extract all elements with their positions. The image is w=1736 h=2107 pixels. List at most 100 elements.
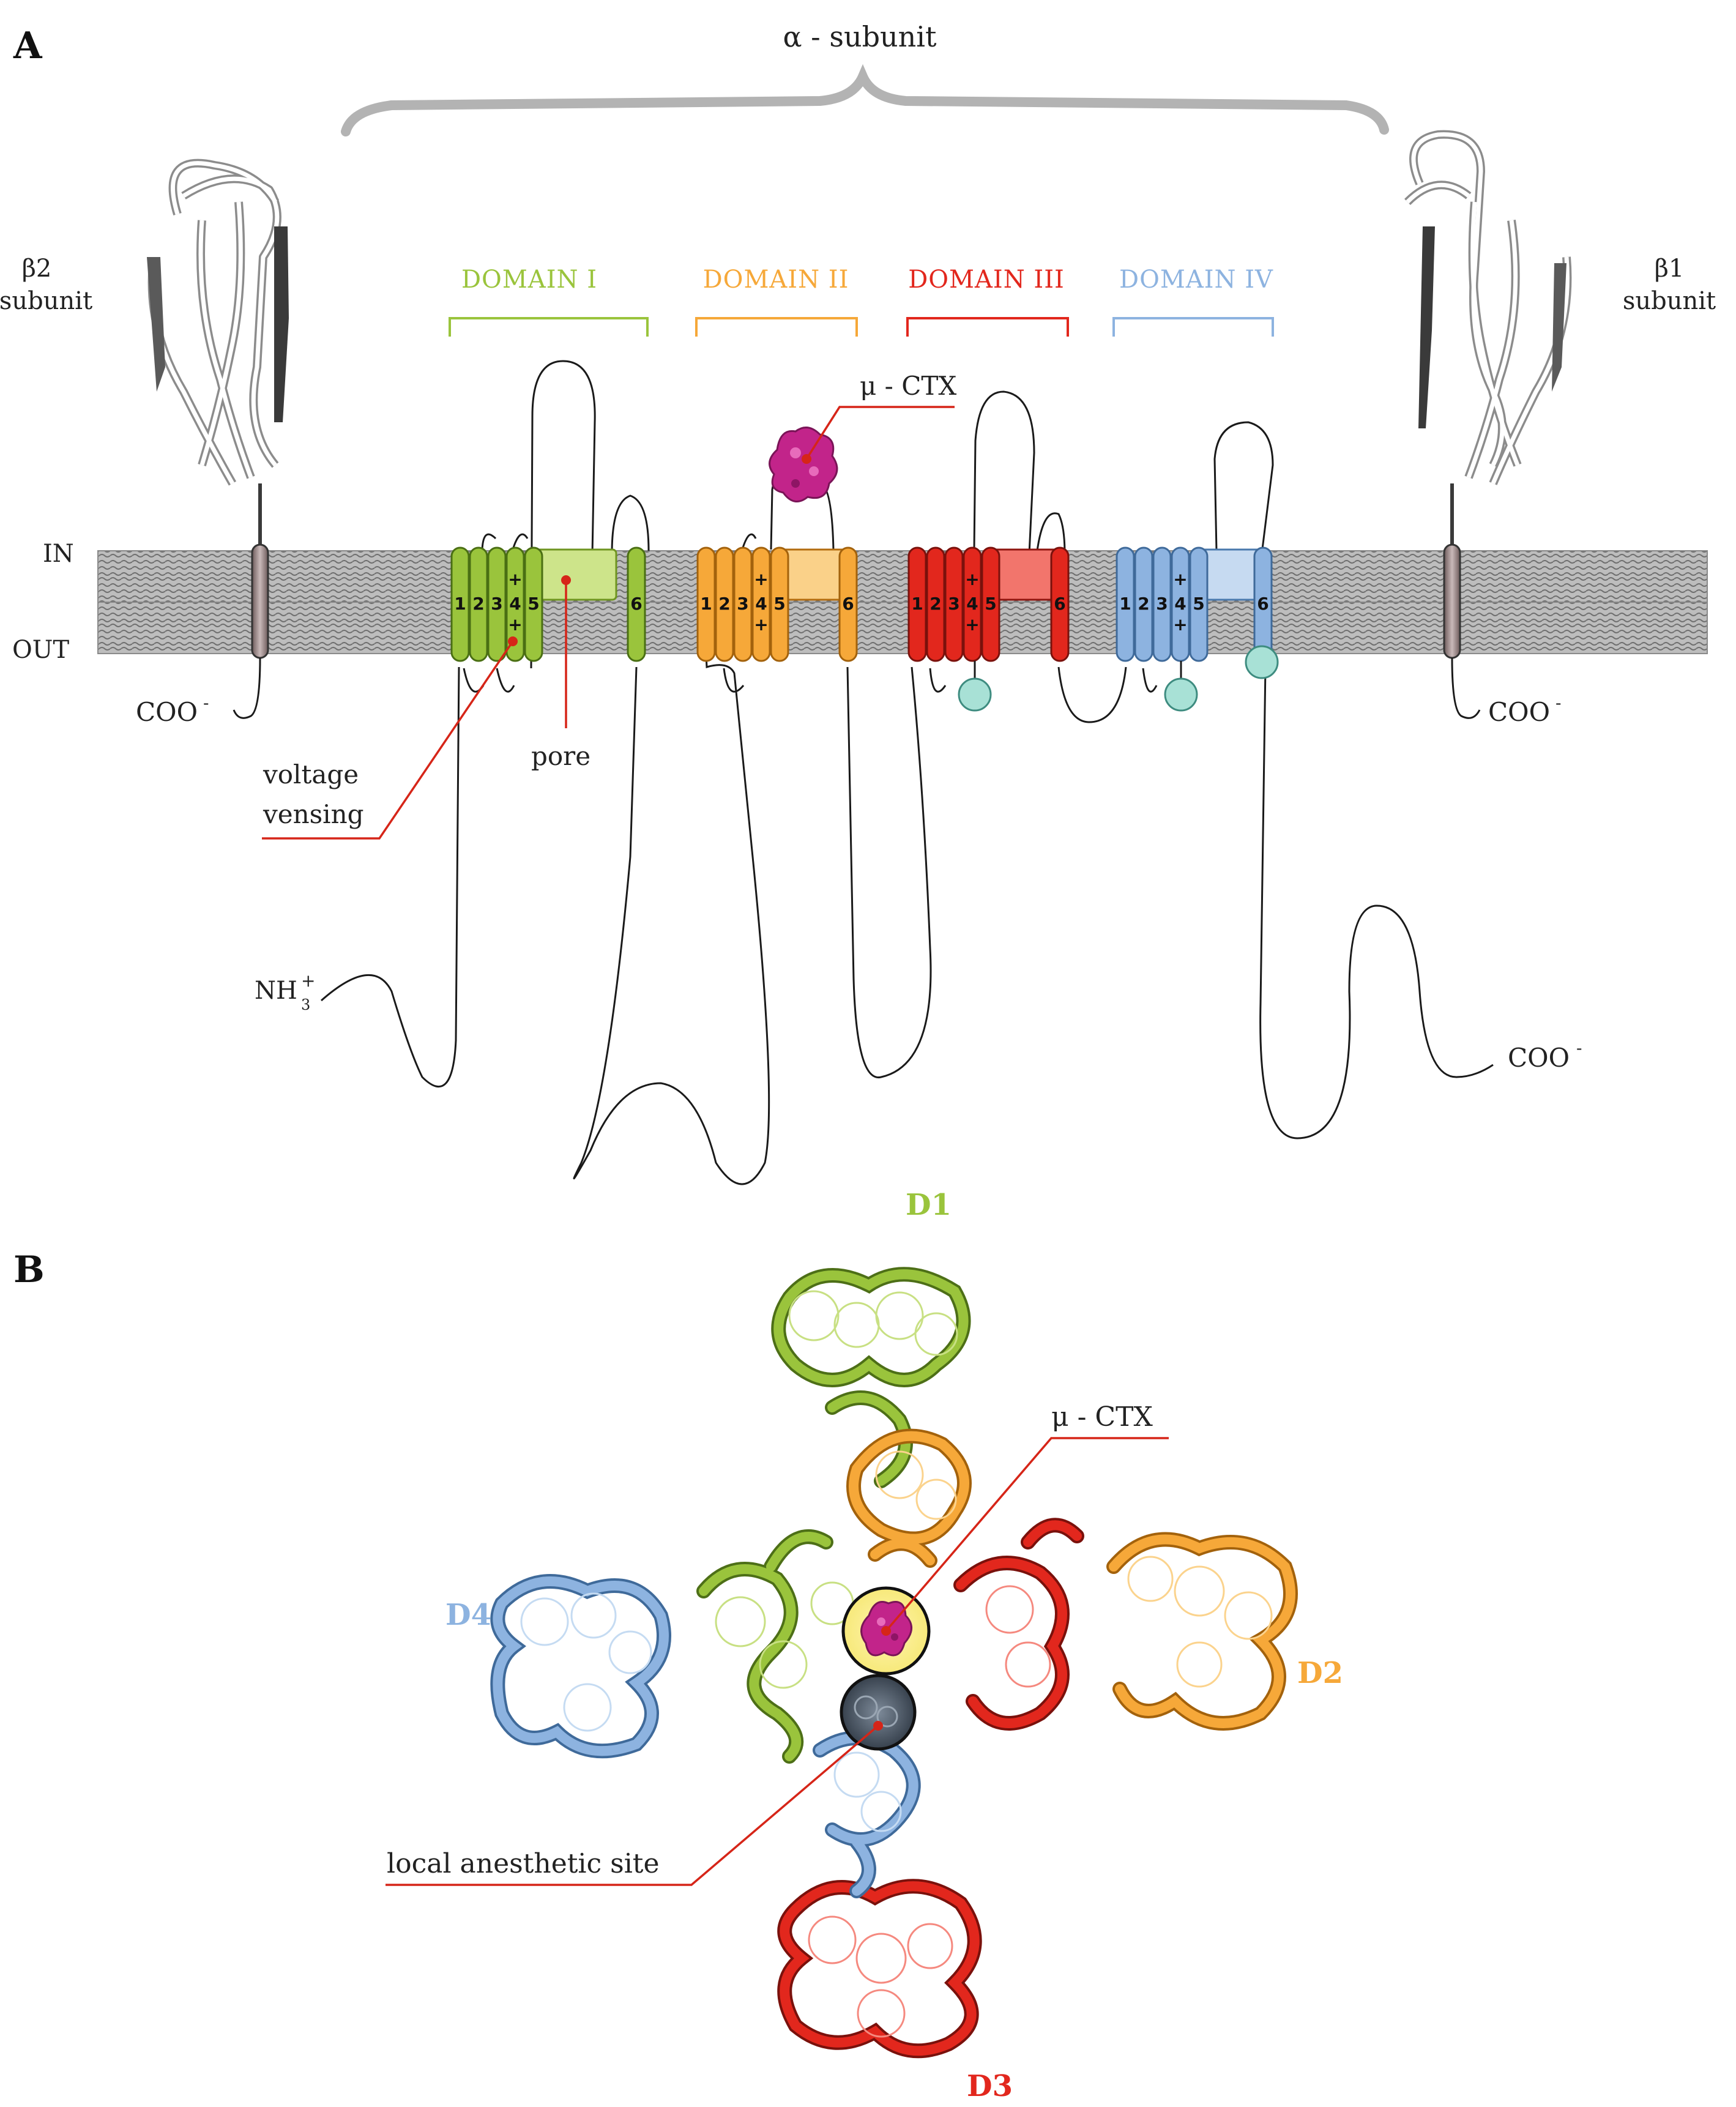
d4-s3-number: 3 (1156, 594, 1168, 614)
d3-s2-number: 2 (929, 594, 941, 614)
d1-s6-number: 6 (630, 594, 642, 614)
d1-s2-number: 2 (472, 594, 484, 614)
beta1-coo-charge: - (1555, 693, 1561, 713)
d2-s6-number: 6 (842, 594, 854, 614)
d2-helix-cluster (846, 1428, 1298, 1731)
d3-label: D3 (967, 2069, 1013, 2103)
alpha-subunit-label: α - subunit (783, 20, 937, 53)
beta1-label-line2: subunit (1623, 287, 1716, 315)
domain-3-segment-6 (1050, 546, 1070, 662)
voltage-label-line1: voltage (263, 759, 359, 789)
domain-3-pore-loop (990, 548, 1061, 601)
domain-3-segment-4 (963, 546, 982, 662)
d3-s4-charge-top: + (965, 569, 979, 589)
d1-s1-number: 1 (454, 594, 466, 614)
beta2-coo-label: COO (136, 697, 198, 727)
d2-s4-number: 4 (755, 594, 767, 614)
domain-2-segment-5 (770, 546, 789, 662)
pore-label: pore (531, 741, 590, 771)
domain-2-title: DOMAIN II (703, 266, 849, 294)
domain-4-segment-3 (1152, 546, 1172, 662)
beta2-label-line2: subunit (0, 287, 92, 315)
domain-2-transmembrane: 1 2 3 4 5 6 + + (696, 546, 858, 662)
domain-4-segment-1 (1116, 546, 1135, 662)
d3-s4-number: 4 (966, 594, 978, 614)
in-label: IN (43, 540, 74, 568)
domain-2-segment-4 (751, 546, 771, 662)
domain-1-segment-3 (487, 546, 507, 662)
anesthetic-site-helix-detail (854, 1695, 898, 1728)
domain-4-glycosylation-1 (1164, 677, 1198, 712)
alpha-subunit-brace (341, 64, 1389, 136)
domain-1-title: DOMAIN I (461, 266, 597, 294)
d3-s3-number: 3 (948, 594, 959, 614)
c-terminal-coo-charge: - (1576, 1038, 1582, 1058)
d2-s1-number: 1 (700, 594, 712, 614)
domain-3-title: DOMAIN III (908, 266, 1065, 294)
domain-3-segment-1 (907, 546, 927, 662)
mu-ctx-toxin-a (769, 427, 838, 502)
d4-s4-charge-bottom: + (1173, 614, 1187, 635)
domain-1-segment-1 (450, 546, 470, 662)
d4-s4-charge-top: + (1173, 569, 1187, 589)
alpha-backbone (321, 360, 1494, 1185)
domain-4-segment-2 (1134, 546, 1153, 662)
local-anesthetic-label: local anesthetic site (387, 1848, 660, 1879)
beta1-label-line1: β1 (1655, 255, 1685, 283)
beta2-subunit (147, 158, 289, 719)
domain-1-transmembrane: 1 2 3 4 5 6 + + (450, 546, 646, 662)
d4-s1-number: 1 (1119, 594, 1131, 614)
domain-4-segment-5 (1189, 546, 1209, 662)
c-terminal-coo-label: COO (1508, 1043, 1570, 1073)
domain-4-title: DOMAIN IV (1119, 266, 1273, 294)
domain-1-segment-2 (469, 546, 488, 662)
beta1-coo-label: COO (1488, 697, 1550, 727)
d4-s2-number: 2 (1138, 594, 1149, 614)
d2-s2-number: 2 (718, 594, 730, 614)
d3-s4-charge-bottom: + (965, 614, 979, 635)
panel-a-label: A (13, 24, 43, 67)
panel-b-label: B (13, 1248, 45, 1291)
domain-2-segment-3 (733, 546, 753, 662)
domain-1-pore-loop (535, 548, 617, 601)
d1-s5-number: 5 (527, 594, 539, 614)
d1-s4-charge-top: + (508, 569, 522, 589)
domain-2-segment-1 (696, 546, 716, 662)
domain-2-segment-2 (715, 546, 734, 662)
d1-s4-charge-bottom: + (508, 614, 522, 635)
domain-3-segment-3 (944, 546, 964, 662)
d1-helix-cluster (696, 1267, 971, 1764)
domain-3-segment-2 (926, 546, 945, 662)
d2-label: D2 (1297, 1656, 1343, 1690)
mu-ctx-label-b: μ - CTX (1051, 1401, 1153, 1433)
domain-3-transmembrane: 1 2 3 4 5 6 + + (907, 546, 1070, 712)
d3-s6-number: 6 (1054, 594, 1065, 614)
domain-2-segment-6 (838, 546, 858, 662)
local-anesthetic-leader (386, 1725, 879, 1886)
d4-s4-number: 4 (1174, 594, 1186, 614)
out-label: OUT (12, 636, 70, 664)
domain-3-header: DOMAIN III (906, 266, 1069, 337)
domain-3-segment-5 (981, 546, 1000, 662)
d3-s1-number: 1 (911, 594, 923, 614)
domain-3-glycosylation (958, 677, 992, 712)
beta2-coo-charge: - (203, 693, 209, 713)
mu-ctx-leader-a (805, 406, 955, 460)
nh3-charge: + (301, 971, 315, 991)
d4-s5-number: 5 (1193, 594, 1204, 614)
nh3-label: NH (255, 977, 297, 1005)
beta2-label-line1: β2 (22, 255, 52, 283)
d4-s6-number: 6 (1257, 594, 1268, 614)
d2-s5-number: 5 (773, 594, 785, 614)
beta1-subunit (1404, 130, 1572, 719)
domain-1-header: DOMAIN I (449, 266, 649, 337)
domain-4-transmembrane: 1 2 3 4 5 6 + + (1116, 546, 1279, 712)
d4-label: D4 (445, 1598, 491, 1632)
d1-s3-number: 3 (491, 594, 502, 614)
voltage-label-line2: vensing (263, 799, 364, 829)
domain-2-header: DOMAIN II (695, 266, 858, 337)
d2-s3-number: 3 (737, 594, 748, 614)
domain-1-segment-6 (627, 546, 646, 662)
d1-s4-number: 4 (509, 594, 521, 614)
